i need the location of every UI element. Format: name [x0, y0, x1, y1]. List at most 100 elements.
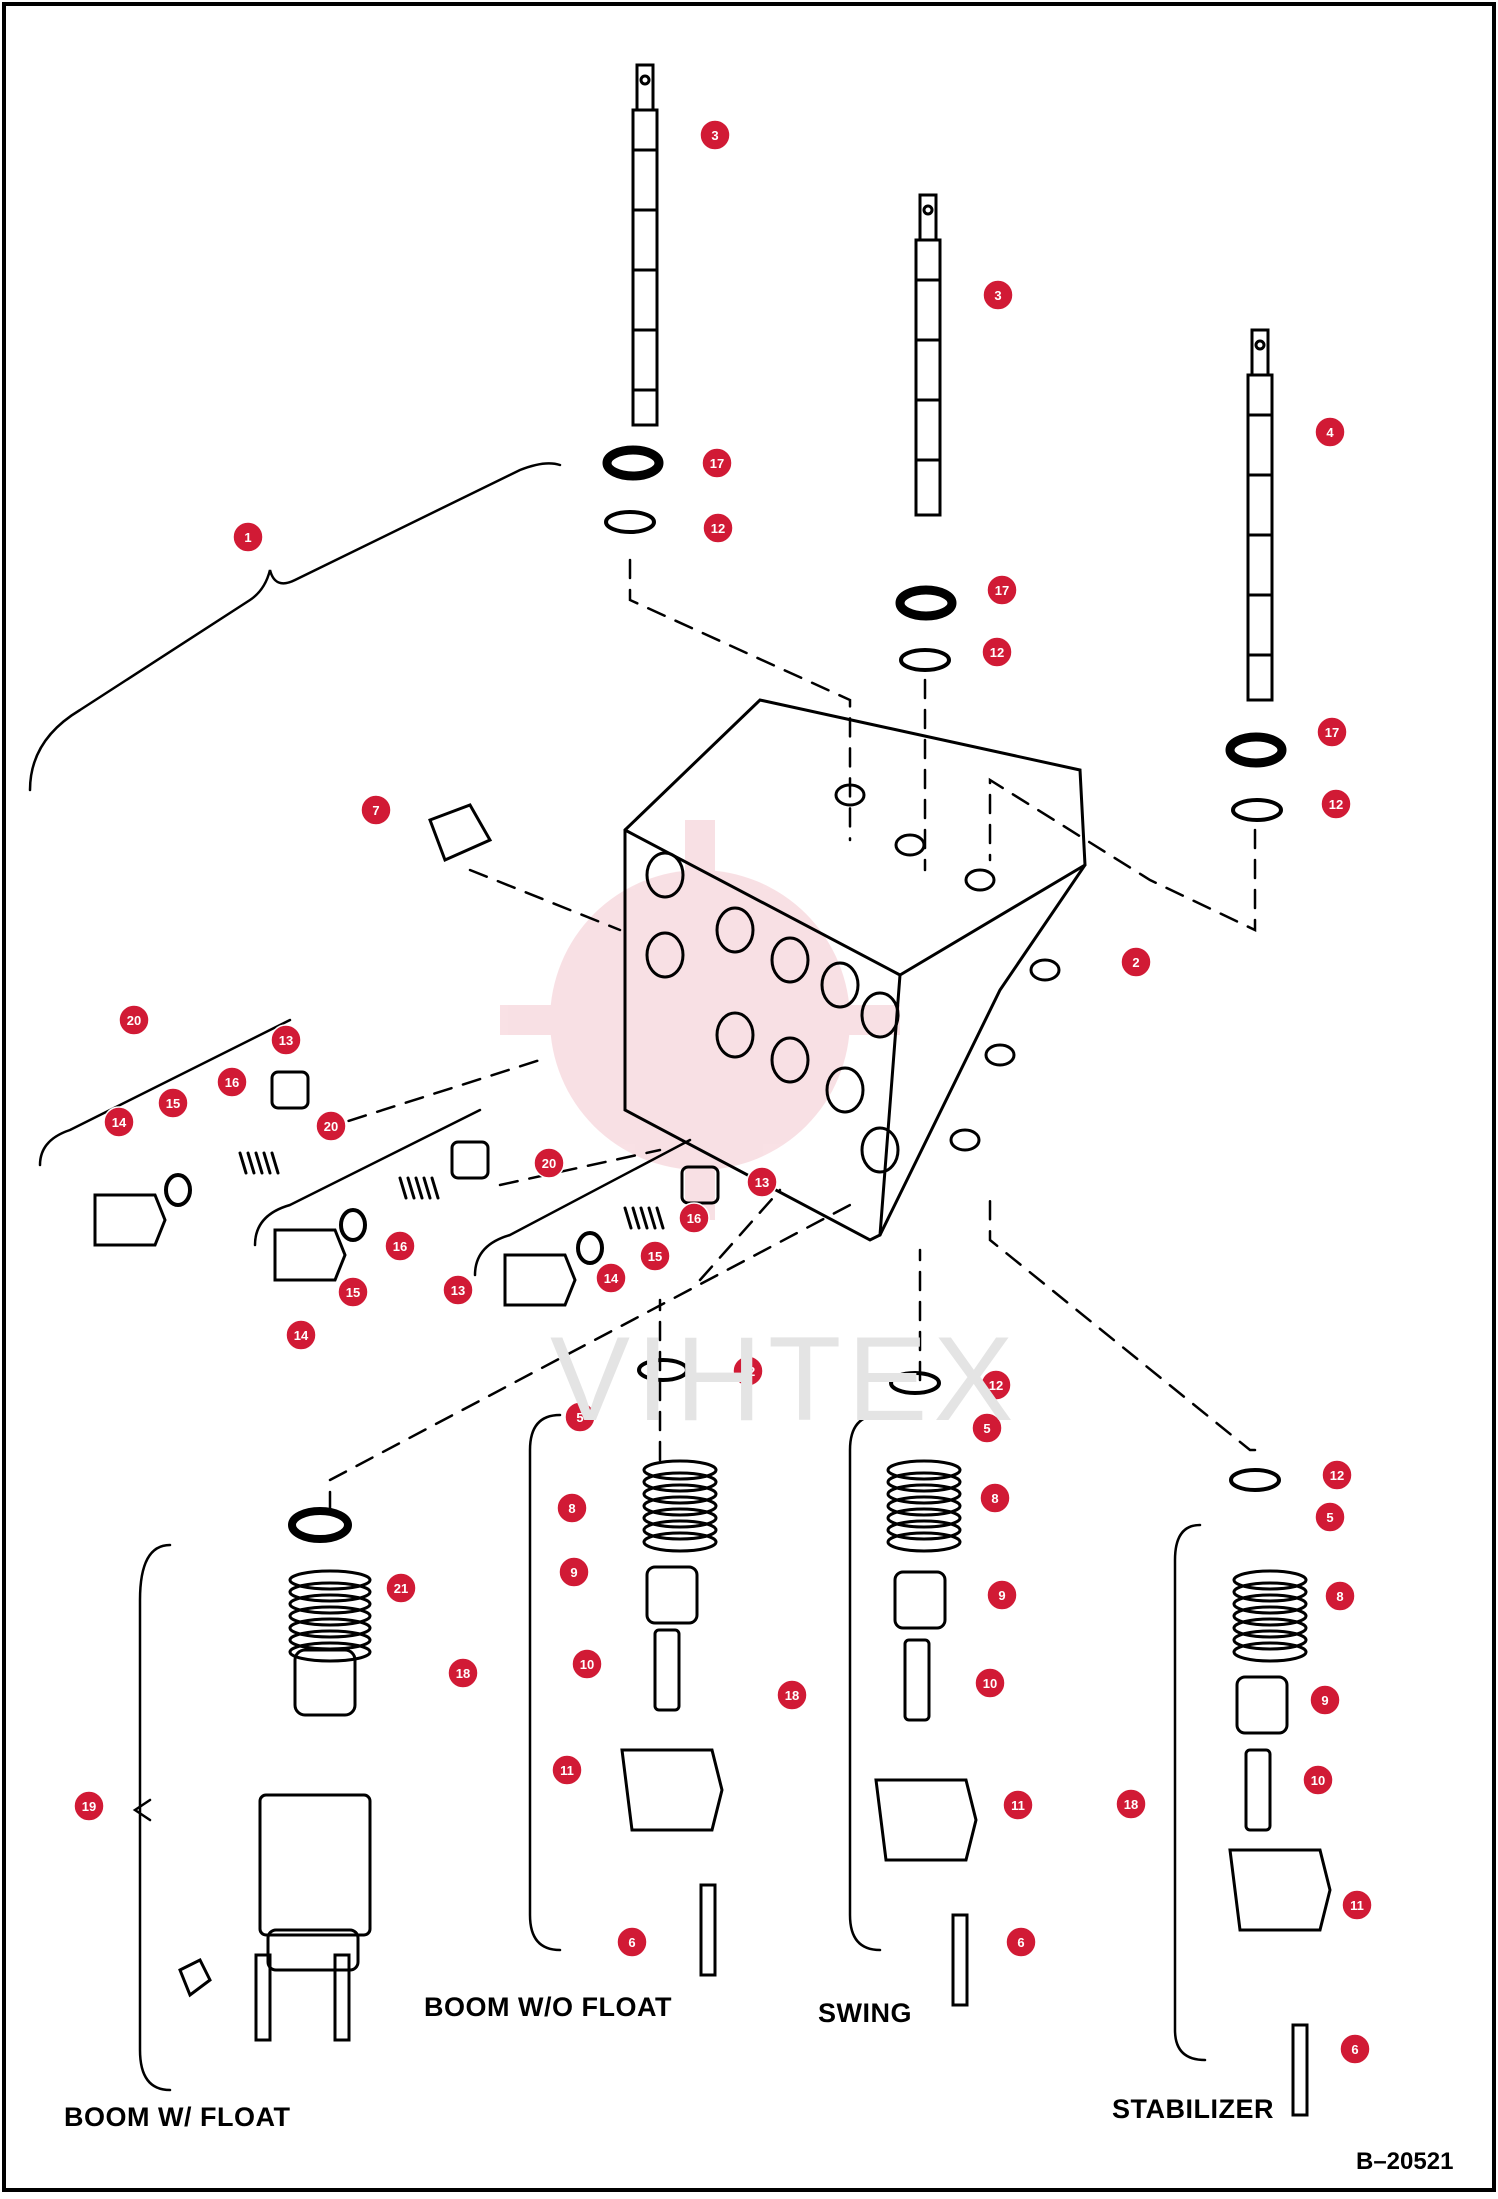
boom-float-valve	[178, 1507, 372, 2042]
brace	[848, 1413, 882, 1952]
callout-14: 14	[103, 1106, 135, 1138]
port	[820, 961, 860, 1009]
group-label-boom-nofloat: BOOM W/O FLOAT	[424, 1992, 672, 2022]
callout-bubble	[564, 1401, 596, 1433]
o-ring	[1231, 798, 1283, 822]
spring	[238, 1151, 280, 1175]
callout-number: 5	[983, 1421, 990, 1436]
callout-6: 6	[1339, 2033, 1371, 2065]
callout-number: 11	[1350, 1898, 1364, 1913]
callout-number: 20	[127, 1013, 141, 1028]
port	[825, 1066, 865, 1114]
o-ring	[1229, 1468, 1281, 1492]
callout-bubble	[216, 1066, 248, 1098]
spool-left	[631, 63, 659, 427]
callout-number: 5	[576, 1410, 583, 1425]
port	[715, 1011, 755, 1059]
wiper-seal	[602, 445, 664, 481]
callout-number: 16	[225, 1075, 239, 1090]
port	[645, 851, 685, 899]
spring-seat	[1235, 1675, 1289, 1735]
callout-bubble	[447, 1657, 479, 1689]
callout-bubble	[315, 1110, 347, 1142]
callout-number: 6	[628, 1935, 635, 1950]
callout-10: 10	[974, 1667, 1006, 1699]
port	[984, 1043, 1016, 1067]
callout-number: 14	[112, 1115, 127, 1130]
callout-bubble	[556, 1492, 588, 1524]
callout-number: 7	[372, 803, 379, 818]
guide-line	[328, 1203, 852, 1512]
poppet	[903, 1638, 931, 1722]
callout-number: 15	[648, 1249, 662, 1264]
callout-20: 20	[118, 1004, 150, 1036]
callout-10: 10	[1302, 1764, 1334, 1796]
callout-bubble	[616, 1926, 648, 1958]
callout-bubble	[73, 1790, 105, 1822]
callout-number: 14	[604, 1271, 619, 1286]
callout-13: 13	[270, 1024, 302, 1056]
callout-18: 18	[776, 1679, 808, 1711]
callout-bubble	[986, 1579, 1018, 1611]
callout-12: 12	[732, 1355, 764, 1387]
callout-15: 15	[639, 1240, 671, 1272]
spool-right	[1246, 328, 1274, 702]
callout-5: 5	[564, 1401, 596, 1433]
port	[770, 1036, 810, 1084]
spring	[886, 1459, 962, 1553]
callout-number: 17	[995, 583, 1009, 598]
guide-line	[468, 868, 622, 932]
callout-number: 8	[1336, 1589, 1343, 1604]
o-ring	[889, 1371, 941, 1395]
callout-bubble	[1324, 1580, 1356, 1612]
callout-number: 10	[983, 1676, 997, 1691]
guide-line	[628, 558, 852, 842]
callout-number: 10	[1311, 1773, 1325, 1788]
callout-number: 13	[451, 1283, 465, 1298]
wiper-seal	[1225, 732, 1287, 768]
guide-line	[988, 777, 1257, 932]
callout-17: 17	[1316, 716, 1348, 748]
callout-bubble	[1314, 1501, 1346, 1533]
port	[964, 868, 996, 892]
callout-bubble	[776, 1679, 808, 1711]
spring	[398, 1176, 440, 1200]
callout-bubble	[981, 636, 1013, 668]
watermark-text: VIHTEX	[550, 1312, 1020, 1446]
callout-8: 8	[1324, 1580, 1356, 1612]
callout-18: 18	[1115, 1788, 1147, 1820]
spring	[1232, 1569, 1308, 1663]
callout-1: 1	[232, 521, 264, 553]
callout-4: 4	[1314, 416, 1346, 448]
callout-number: 11	[1011, 1798, 1025, 1813]
callout-bubble	[701, 447, 733, 479]
callout-14: 14	[285, 1319, 317, 1351]
callout-12: 12	[981, 636, 1013, 668]
callout-bubble	[1320, 788, 1352, 820]
callout-bubble	[1341, 1889, 1373, 1921]
callout-number: 18	[785, 1688, 799, 1703]
guide-line	[498, 1148, 662, 1187]
spring	[642, 1459, 718, 1553]
callout-bubble	[103, 1106, 135, 1138]
callout-15: 15	[337, 1276, 369, 1308]
callout-11: 11	[1341, 1889, 1373, 1921]
plug-seat	[680, 1165, 720, 1205]
callout-3: 3	[699, 119, 731, 151]
callout-number: 3	[711, 128, 718, 143]
callout-bubble	[595, 1262, 627, 1294]
callout-bubble	[1314, 416, 1346, 448]
valve-body	[623, 698, 1087, 1242]
callout-3: 3	[982, 279, 1014, 311]
callout-8: 8	[979, 1482, 1011, 1514]
o-ring	[899, 648, 951, 672]
plug-seat	[450, 1140, 490, 1180]
brace	[28, 462, 562, 792]
callout-number: 18	[456, 1666, 470, 1681]
callout-6: 6	[1005, 1926, 1037, 1958]
callout-number: 20	[542, 1156, 556, 1171]
callout-bubble	[558, 1556, 590, 1588]
callout-bubble	[232, 521, 264, 553]
